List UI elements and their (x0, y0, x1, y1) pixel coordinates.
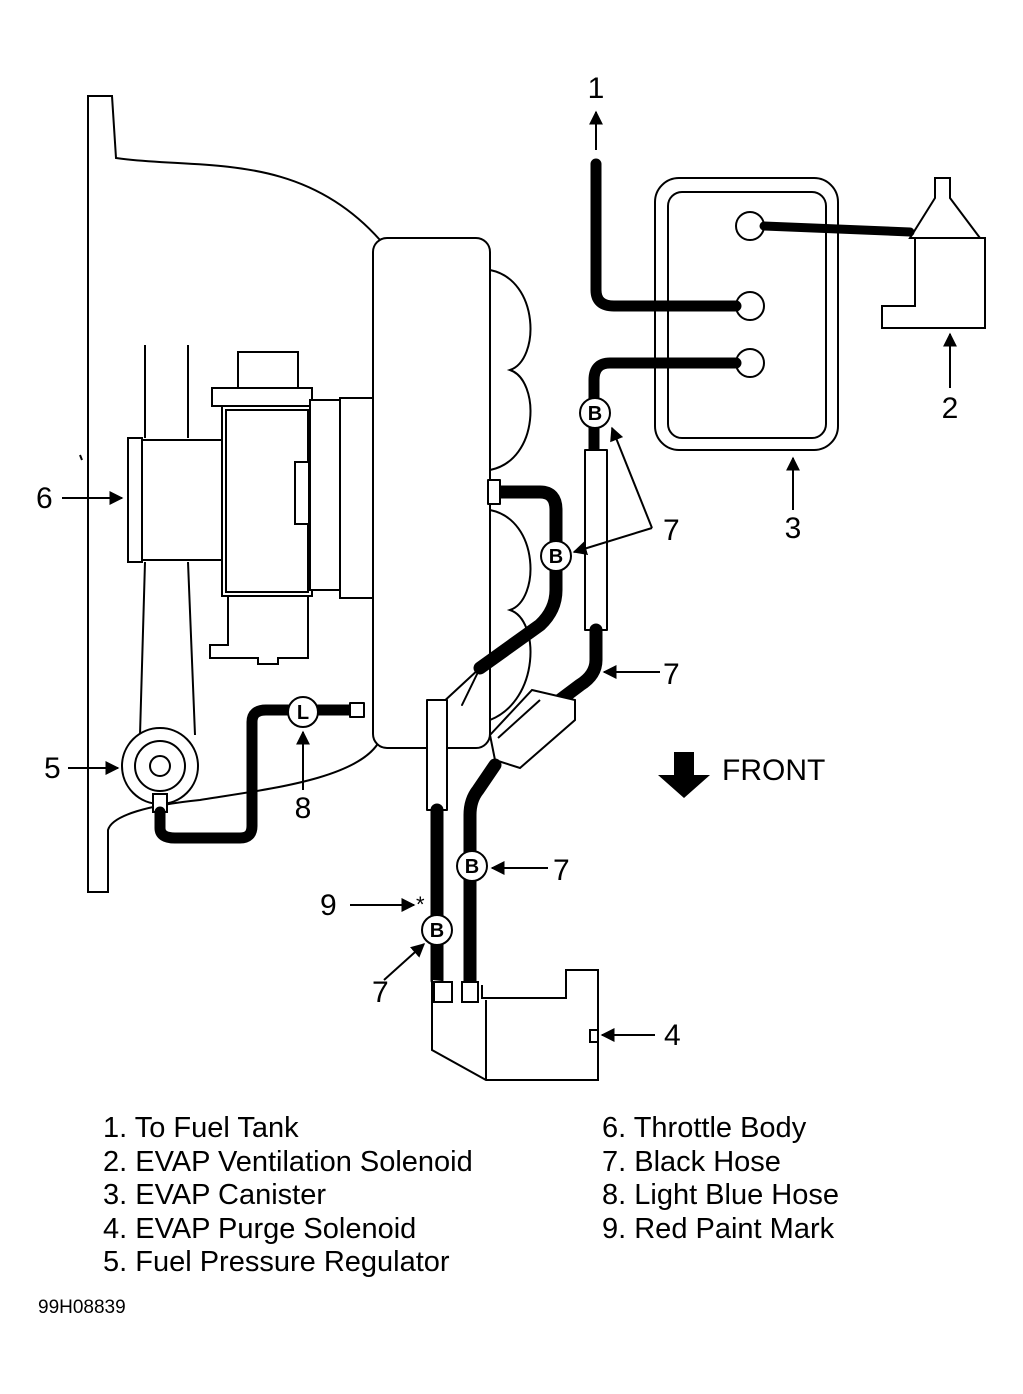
callout-2: 2 (942, 392, 959, 425)
legend-item-2: 2. EVAP Ventilation Solenoid (103, 1145, 473, 1178)
engine-intake-outline (79, 95, 381, 893)
legend-item-8: 8. Light Blue Hose (602, 1179, 839, 1211)
hose-mark-b-canister: B (579, 397, 611, 429)
legend-item-5: 5. Fuel Pressure Regulator (103, 1246, 450, 1278)
callout-6: 6 (36, 482, 53, 515)
evap-hose-routing-diagram: B B B B L (36, 72, 986, 1081)
callout-7-right: 7 (553, 854, 570, 887)
red-paint-mark-asterisk: * (416, 892, 425, 917)
callout-1: 1 (588, 72, 605, 105)
legend-item-4: 4. EVAP Purge Solenoid (103, 1212, 417, 1245)
callout-9: 9 (320, 889, 337, 922)
canister-hoses (553, 158, 915, 707)
hose-mark-l: L (287, 696, 319, 728)
front-label: FRONT (722, 754, 825, 787)
hose-mark-b-upper: B (540, 540, 572, 572)
legend-item-1: 1. To Fuel Tank (103, 1112, 299, 1144)
hose-mark-b-right: B (456, 850, 488, 882)
legend-item-6: 6. Throttle Body (602, 1112, 807, 1144)
front-arrow-icon (658, 752, 710, 798)
hose-mark-b-canister-text: B (588, 403, 602, 425)
callout-numbers: 1 2 3 4 5 6 7 7 7 7 8 9 * (36, 72, 958, 1052)
callout-3: 3 (785, 512, 802, 545)
legend-item-7: 7. Black Hose (602, 1145, 781, 1178)
evap-purge-solenoid (431, 969, 599, 1081)
callout-8: 8 (295, 792, 312, 825)
hose-mark-l-text: L (297, 702, 309, 724)
fuel-pressure-regulator (121, 727, 199, 813)
callout-7-valve: 7 (663, 658, 680, 691)
legend-right-column: 6. Throttle Body 7. Black Hose 8. Light … (602, 1112, 839, 1246)
evap-canister (654, 177, 839, 451)
hose-mark-b-left-text: B (430, 920, 444, 942)
callout-7-left: 7 (372, 976, 389, 1009)
throttle-body (127, 345, 374, 736)
hose-mark-b-left: B (421, 914, 453, 946)
callout-7-canister: 7 (663, 514, 680, 547)
legend-item-3: 3. EVAP Canister (103, 1179, 326, 1211)
callout-5: 5 (44, 752, 61, 785)
check-valve (488, 688, 576, 770)
figure-code: 99H08839 (38, 1297, 126, 1318)
legend-item-9: 9. Red Paint Mark (602, 1212, 835, 1245)
callout-arrows (62, 110, 957, 1042)
callout-4: 4 (664, 1019, 681, 1052)
hose-marks: B B B B L (287, 397, 611, 946)
hose-mark-b-right-text: B (465, 856, 479, 878)
front-direction: FRONT (658, 752, 825, 798)
light-blue-hose (154, 702, 365, 844)
evap-ventilation-solenoid (881, 177, 986, 329)
hose-mark-b-upper-text: B (549, 546, 563, 568)
legend-left-column: 1. To Fuel Tank 2. EVAP Ventilation Sole… (103, 1112, 473, 1280)
